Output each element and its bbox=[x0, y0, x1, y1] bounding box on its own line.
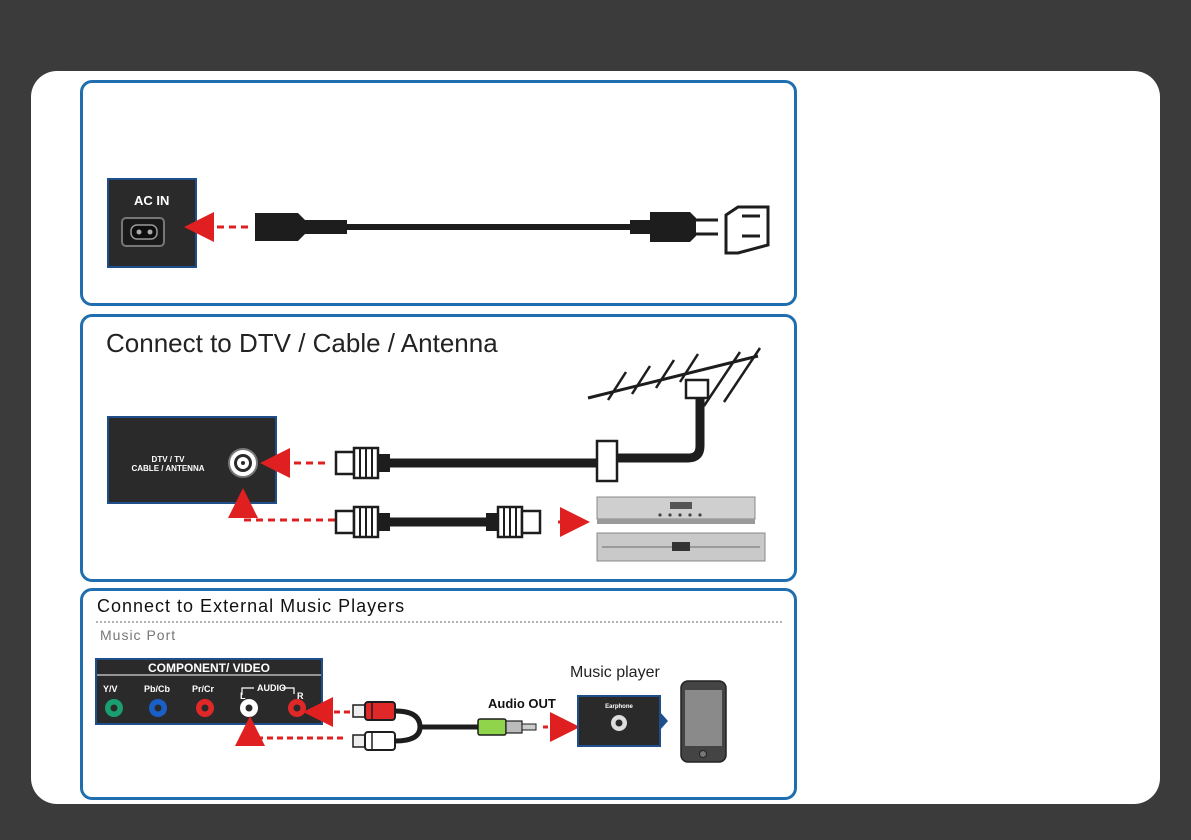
power-connection-panel bbox=[80, 80, 797, 306]
jack-label-y-v: Y/V bbox=[103, 684, 118, 694]
jack-label-pr-cr: Pr/Cr bbox=[192, 684, 215, 694]
jack-pr-cr bbox=[196, 699, 214, 717]
audio-arrow-left bbox=[235, 716, 343, 746]
audio-right-label: R bbox=[297, 691, 304, 701]
cable-box-arrow-left bbox=[228, 488, 335, 522]
component-video-label: COMPONENT/ VIDEO bbox=[147, 661, 270, 675]
rca-cable bbox=[352, 701, 478, 751]
ac-in-port-panel bbox=[107, 178, 197, 268]
antenna-section-title: Connect to DTV / Cable / Antenna bbox=[106, 328, 498, 358]
music-section-title: Connect to External Music Players bbox=[97, 596, 406, 616]
audio-left-label: L bbox=[240, 691, 246, 701]
earphone-port-panel bbox=[577, 695, 668, 747]
antenna bbox=[587, 347, 762, 483]
set-top-box bbox=[596, 496, 756, 524]
wall-outlet bbox=[724, 205, 770, 255]
audio-label: AUDIO bbox=[257, 683, 286, 693]
music-section-subtitle: Music Port bbox=[100, 627, 177, 643]
jack-audio-right bbox=[288, 699, 306, 717]
cable-receiver bbox=[596, 532, 766, 562]
jack-label-pb-cb: Pb/Cb bbox=[144, 684, 170, 694]
jack-audio-left bbox=[240, 699, 258, 717]
music-player-device bbox=[680, 680, 727, 763]
component-video-panel bbox=[95, 658, 323, 725]
audio-out-label: Audio OUT bbox=[488, 696, 556, 711]
audio-out-plug bbox=[477, 718, 537, 736]
antenna-port-label-line2: CABLE / ANTENNA bbox=[131, 464, 205, 473]
coax-cable-lower bbox=[334, 505, 542, 539]
antenna-port-label-line1: DTV / TV bbox=[151, 455, 185, 464]
jack-pb-cb bbox=[149, 699, 167, 717]
music-player-label: Music player bbox=[570, 664, 660, 681]
ac-in-label: AC IN bbox=[134, 193, 170, 208]
jack-y-v bbox=[105, 699, 123, 717]
earphone-label: Earphone bbox=[605, 704, 633, 710]
power-cord bbox=[255, 212, 718, 242]
coax-cable-upper bbox=[334, 446, 598, 480]
